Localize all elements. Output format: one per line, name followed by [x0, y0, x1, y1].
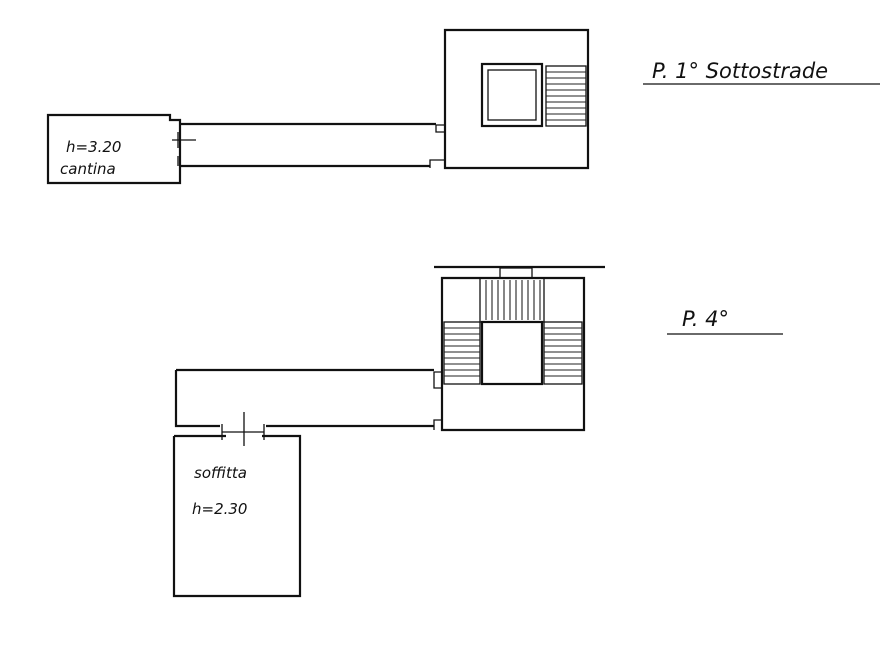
soffitta-height: h=2.30 [192, 500, 247, 518]
stair-core-outline [440, 276, 586, 432]
core-opening [435, 124, 445, 133]
plan-basement-floor: h=3.20 cantina P. 1° Sottostrade [46, 28, 880, 185]
cantina-height: h=3.20 [66, 138, 121, 156]
stair-treads-upper [546, 71, 586, 121]
stair-well [480, 62, 544, 128]
corridor-walls [180, 122, 436, 168]
stair-core-outline [443, 28, 590, 170]
stair-treads-left [444, 327, 480, 377]
core-opening-lower [433, 419, 442, 430]
cantina-door [172, 132, 196, 166]
stair-flight-right [543, 321, 583, 385]
stair-landing-top [499, 267, 533, 279]
core-opening-lower [429, 159, 445, 168]
floor-label-fourth: P. 4° [682, 307, 729, 331]
core-opening [433, 371, 442, 389]
stair-well [480, 320, 544, 386]
stair-treads-right [544, 327, 582, 377]
plan-fourth-floor: soffitta h=2.30 P. 4° [172, 265, 783, 598]
corridor-walls [174, 368, 434, 428]
cantina-room-outline [46, 113, 182, 185]
stair-flight-left [443, 321, 481, 385]
soffitta-door [221, 412, 265, 446]
soffitta-name: soffitta [194, 464, 247, 482]
soffitta-room-outline [172, 434, 302, 598]
stair-well-inner [487, 69, 537, 121]
stair-treads-top [485, 280, 541, 320]
cantina-name: cantina [60, 160, 116, 178]
floor-label-basement: P. 1° Sottostrade [652, 59, 828, 83]
